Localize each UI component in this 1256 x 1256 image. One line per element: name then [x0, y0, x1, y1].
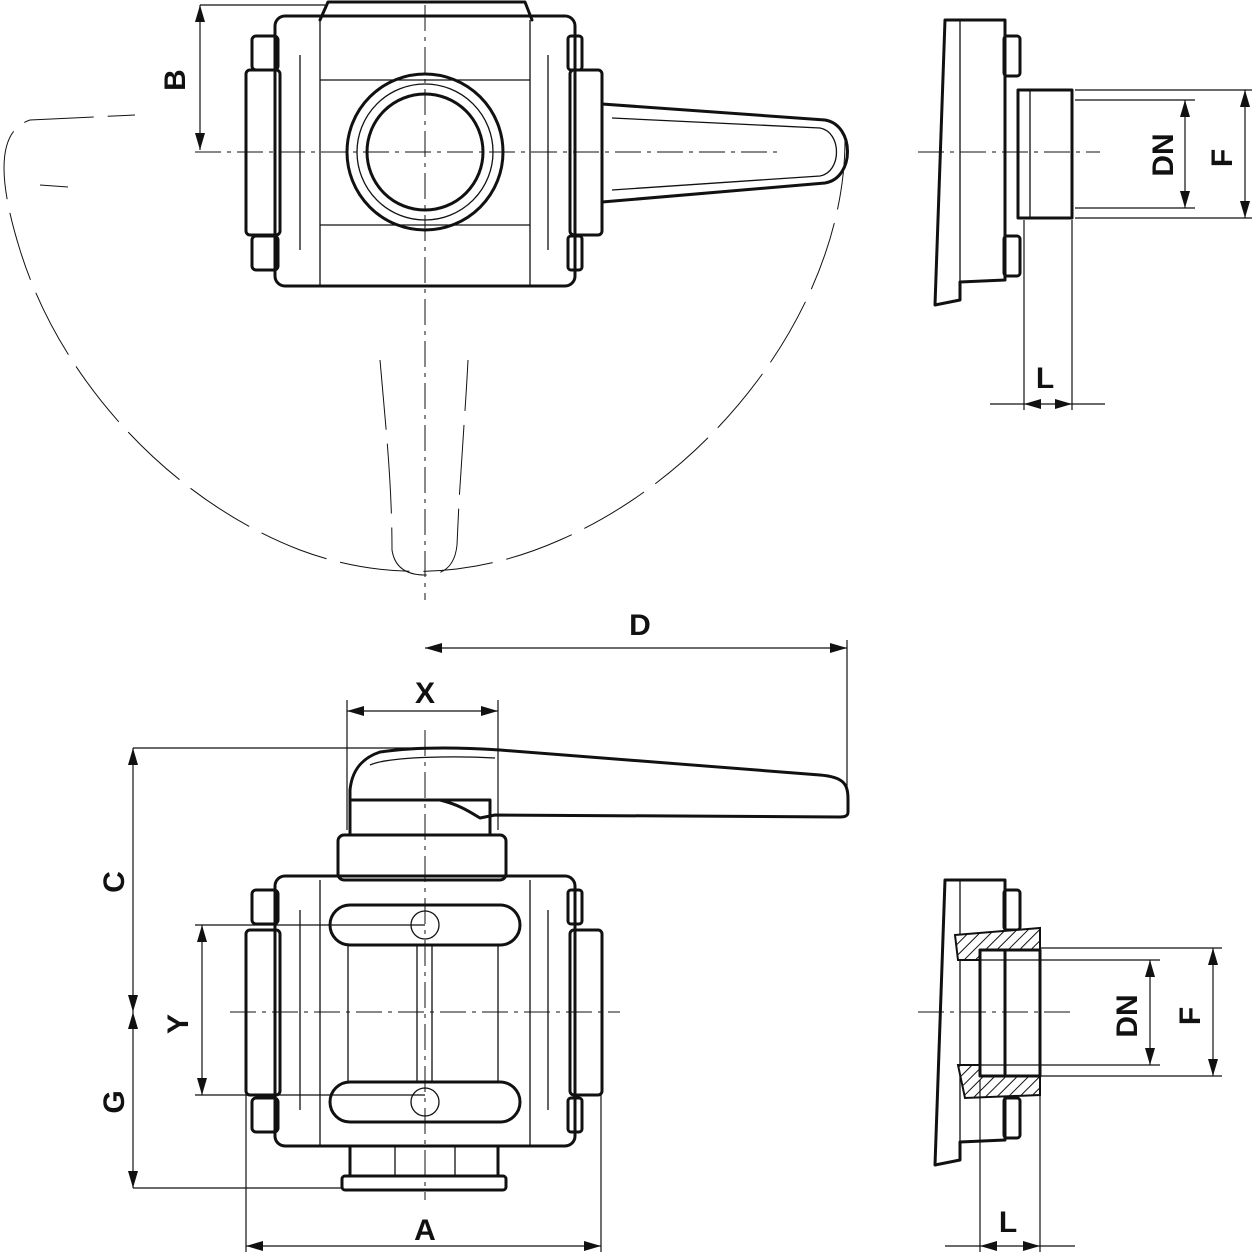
bottom-l-label: L — [999, 1206, 1017, 1239]
bottom-side-flange — [933, 878, 1007, 1167]
dimension-y: Y — [162, 924, 425, 1096]
top-side-bolt-icon — [1002, 34, 1022, 78]
dimension-b: B — [159, 4, 325, 150]
dimension-x: X — [346, 677, 499, 830]
dimension-c-label: C — [98, 871, 131, 893]
top-side-spigot — [1016, 88, 1074, 220]
top-side-view: DN F L — [918, 18, 1252, 410]
top-f-label: F — [1206, 149, 1239, 167]
front-bonnet — [336, 833, 508, 882]
bottom-socket-upper — [953, 926, 1041, 961]
front-bottom-flange — [340, 1174, 508, 1192]
dimension-y-label: Y — [162, 1014, 195, 1034]
top-body-upper — [318, 0, 534, 22]
front-view — [230, 730, 850, 1200]
top-side-bolt-icon — [1002, 234, 1022, 278]
dimension-x-label: X — [415, 677, 435, 710]
front-bolt-icon — [250, 888, 280, 926]
bottom-f-label: F — [1174, 1007, 1207, 1025]
front-stem — [348, 798, 492, 837]
dimension-b-label: B — [159, 69, 192, 91]
top-bolt-icon — [250, 234, 280, 272]
top-view — [3, 0, 849, 600]
dimension-g-label: G — [98, 1090, 131, 1113]
dimension-c-g: C G — [98, 747, 430, 1189]
top-bolt-icon — [250, 34, 280, 72]
top-handle — [600, 102, 849, 204]
front-bolt-icon — [566, 1096, 584, 1134]
front-bolt-icon — [566, 888, 584, 926]
top-bolt-icon — [566, 34, 584, 72]
dimension-d-label: D — [629, 609, 651, 642]
top-side-flange — [933, 18, 1007, 307]
handle-swing-arc — [3, 114, 846, 572]
front-lever-handle — [348, 746, 850, 832]
top-dn-label: DN — [1147, 133, 1180, 176]
bottom-section-view: DN F L — [918, 878, 1222, 1252]
bottom-dn-label: DN — [1111, 994, 1144, 1037]
bottom-socket-bore — [978, 948, 1042, 1078]
handle-down-position — [379, 359, 469, 576]
top-l-label: L — [1036, 362, 1054, 395]
bottom-socket-lower — [956, 1064, 1041, 1100]
front-bottom-port — [348, 1144, 500, 1178]
top-bolt-icon — [566, 234, 584, 272]
handle-swing-arc-inner — [39, 184, 69, 188]
front-bolt-icon — [250, 1096, 280, 1134]
bottom-side-bolt-icon — [1002, 1096, 1022, 1140]
dimension-d: D — [425, 609, 848, 790]
dimension-a-label: A — [414, 1214, 436, 1247]
dimension-a: A — [245, 1095, 602, 1252]
